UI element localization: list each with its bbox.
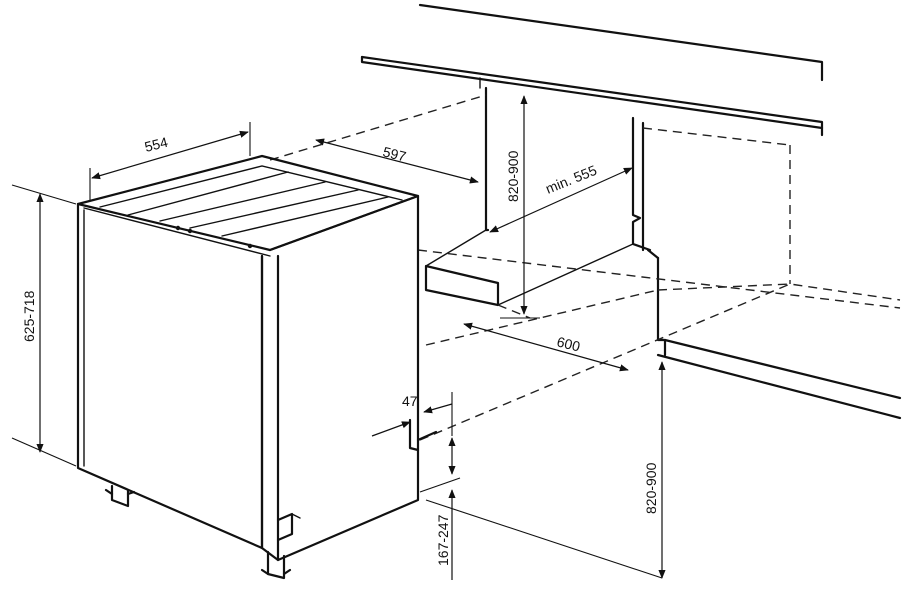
control-knob-icon [247, 243, 253, 249]
right-cabinet-panel [497, 116, 902, 420]
label-appliance-height: 625-718 [21, 290, 37, 342]
control-knob-icon [175, 225, 181, 231]
dimension-min-depth [489, 167, 633, 233]
dimension-niche-width [315, 138, 479, 184]
label-door-offset: 47 [402, 393, 418, 409]
dimension-top-width [89, 122, 251, 200]
dimension-plinth-height [419, 437, 663, 580]
label-front-height: 820-900 [643, 462, 659, 514]
label-top-width: 554 [143, 134, 170, 155]
construction-lines [269, 94, 901, 441]
label-niche-width: 597 [381, 143, 408, 164]
label-rear-height: 820-900 [505, 150, 521, 202]
dimension-appliance-height [11, 184, 77, 467]
dimension-rear-height [500, 95, 540, 319]
label-min-depth: min. 555 [543, 162, 599, 197]
label-niche-depth: 600 [555, 333, 582, 354]
dishwasher [76, 154, 438, 580]
control-knob-icon [187, 228, 193, 234]
label-plinth-height: 167-247 [435, 514, 451, 566]
dimension-niche-depth [463, 322, 629, 372]
left-cabinet-panel [424, 86, 500, 307]
dimension-door-offset [371, 392, 453, 437]
worktop [360, 3, 824, 137]
